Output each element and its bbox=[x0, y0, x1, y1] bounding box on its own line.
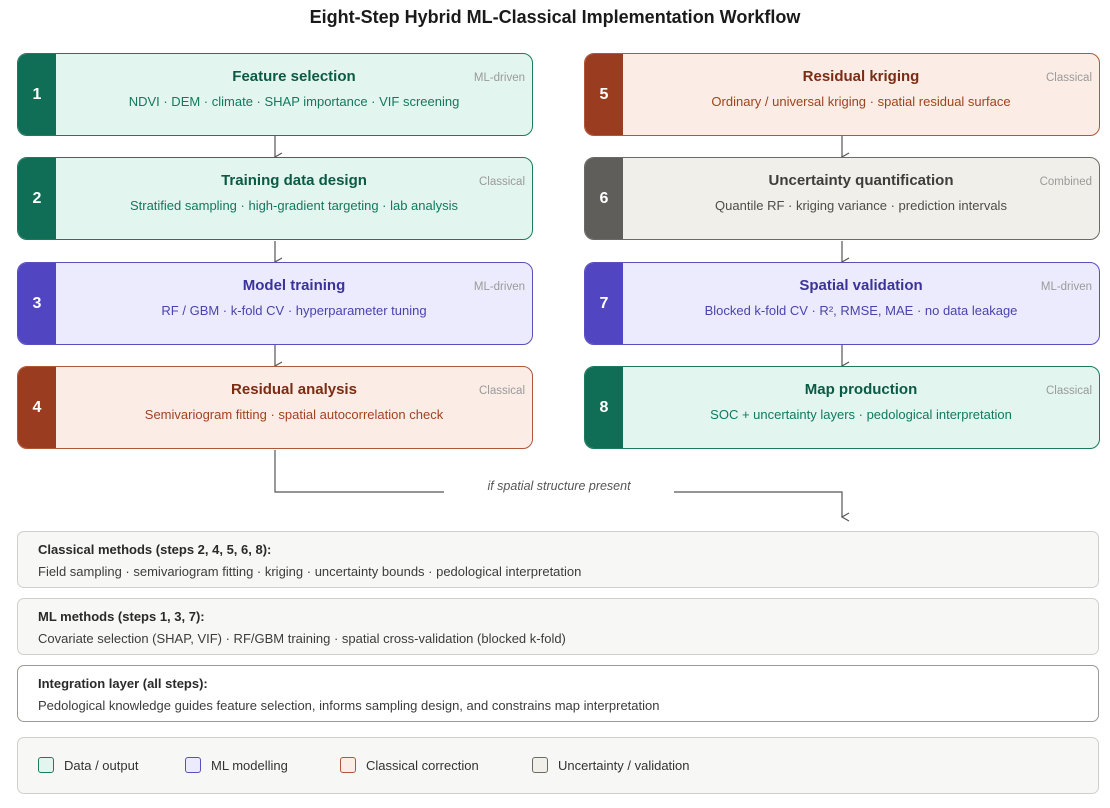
panel-description: Pedological knowledge guides feature sel… bbox=[38, 698, 660, 713]
panel-description: Field sampling · semivariogram fitting ·… bbox=[38, 564, 582, 579]
classical-methods-panel: Classical methods (steps 2, 4, 5, 6, 8):… bbox=[17, 531, 1099, 588]
step-description: Blocked k-fold CV · R², RMSE, MAE · no d… bbox=[704, 303, 1018, 318]
legend-swatch bbox=[38, 757, 54, 773]
step-title: Map production bbox=[804, 381, 918, 398]
step-2-training-data-design: 2 Training data design Stratified sampli… bbox=[17, 157, 533, 240]
step-tag: Classical bbox=[1045, 385, 1092, 397]
panel-title: Integration layer (all steps): bbox=[38, 676, 208, 691]
step-title: Residual kriging bbox=[802, 68, 920, 85]
step-number: 6 bbox=[585, 158, 623, 239]
legend-swatch bbox=[532, 757, 548, 773]
step-tag: Classical bbox=[478, 176, 525, 188]
step-tag: ML-driven bbox=[473, 72, 525, 84]
step-tag: ML-driven bbox=[473, 281, 525, 293]
step-description: Semivariogram fitting · spatial autocorr… bbox=[144, 407, 444, 422]
step-4-residual-analysis: 4 Residual analysis Semivariogram fittin… bbox=[17, 366, 533, 449]
step-3-model-training: 3 Model training RF / GBM · k-fold CV · … bbox=[17, 262, 533, 345]
integration-layer-panel: Integration layer (all steps): Pedologic… bbox=[17, 665, 1099, 722]
step-5-residual-kriging: 5 Residual kriging Ordinary / universal … bbox=[584, 53, 1100, 136]
legend-item-ml-modelling: ML modelling bbox=[185, 757, 288, 773]
legend-item-classical-correction: Classical correction bbox=[340, 757, 479, 773]
step-title: Feature selection bbox=[232, 68, 356, 85]
step-title: Training data design bbox=[221, 172, 367, 189]
step-description: Ordinary / universal kriging · spatial r… bbox=[711, 94, 1011, 109]
step-title: Model training bbox=[242, 277, 346, 294]
step-number: 3 bbox=[18, 263, 56, 344]
step-tag: ML-driven bbox=[1040, 281, 1092, 293]
step-description: SOC + uncertainty layers · pedological i… bbox=[710, 407, 1012, 422]
panel-title: ML methods (steps 1, 3, 7): bbox=[38, 609, 205, 624]
panel-description: Covariate selection (SHAP, VIF) · RF/GBM… bbox=[38, 631, 566, 646]
step-8-map-production: 8 Map production SOC + uncertainty layer… bbox=[584, 366, 1100, 449]
diagram-title: Eight-Step Hybrid ML-Classical Implement… bbox=[309, 7, 801, 27]
step-description: Stratified sampling · high-gradient targ… bbox=[129, 198, 459, 213]
step-tag: Classical bbox=[1045, 72, 1092, 84]
step-number: 1 bbox=[18, 54, 56, 135]
legend-label: ML modelling bbox=[211, 757, 288, 773]
legend: Data / output ML modelling Classical cor… bbox=[17, 737, 1099, 794]
legend-label: Data / output bbox=[64, 757, 139, 773]
step-1-feature-selection: 1 Feature selection NDVI · DEM · climate… bbox=[17, 53, 533, 136]
step-number: 5 bbox=[585, 54, 623, 135]
step-tag: Combined bbox=[1039, 176, 1092, 188]
step-6-uncertainty-quantification: 6 Uncertainty quantification Quantile RF… bbox=[584, 157, 1100, 240]
step-title: Uncertainty quantification bbox=[768, 172, 954, 189]
branch-condition-label: if spatial structure present bbox=[487, 479, 631, 493]
ml-methods-panel: ML methods (steps 1, 3, 7): Covariate se… bbox=[17, 598, 1099, 655]
legend-swatch bbox=[185, 757, 201, 773]
legend-item-data-output: Data / output bbox=[38, 757, 138, 773]
branch-connector-left bbox=[274, 450, 444, 493]
step-title: Spatial validation bbox=[799, 277, 923, 294]
branch-connector-right bbox=[674, 491, 850, 522]
step-description: Quantile RF · kriging variance · predict… bbox=[715, 198, 1007, 213]
legend-label: Classical correction bbox=[366, 757, 479, 773]
step-number: 7 bbox=[585, 263, 623, 344]
step-number: 4 bbox=[18, 367, 56, 448]
step-tag: Classical bbox=[478, 385, 525, 397]
legend-item-uncertainty-validation: Uncertainty / validation bbox=[532, 757, 690, 773]
step-7-spatial-validation: 7 Spatial validation Blocked k-fold CV ·… bbox=[584, 262, 1100, 345]
legend-label: Uncertainty / validation bbox=[558, 757, 690, 773]
step-description: NDVI · DEM · climate · SHAP importance ·… bbox=[128, 94, 460, 109]
panel-title: Classical methods (steps 2, 4, 5, 6, 8): bbox=[38, 542, 272, 557]
step-number: 2 bbox=[18, 158, 56, 239]
step-title: Residual analysis bbox=[231, 381, 357, 398]
legend-swatch bbox=[340, 757, 356, 773]
step-description: RF / GBM · k-fold CV · hyperparameter tu… bbox=[161, 303, 427, 318]
step-number: 8 bbox=[585, 367, 623, 448]
